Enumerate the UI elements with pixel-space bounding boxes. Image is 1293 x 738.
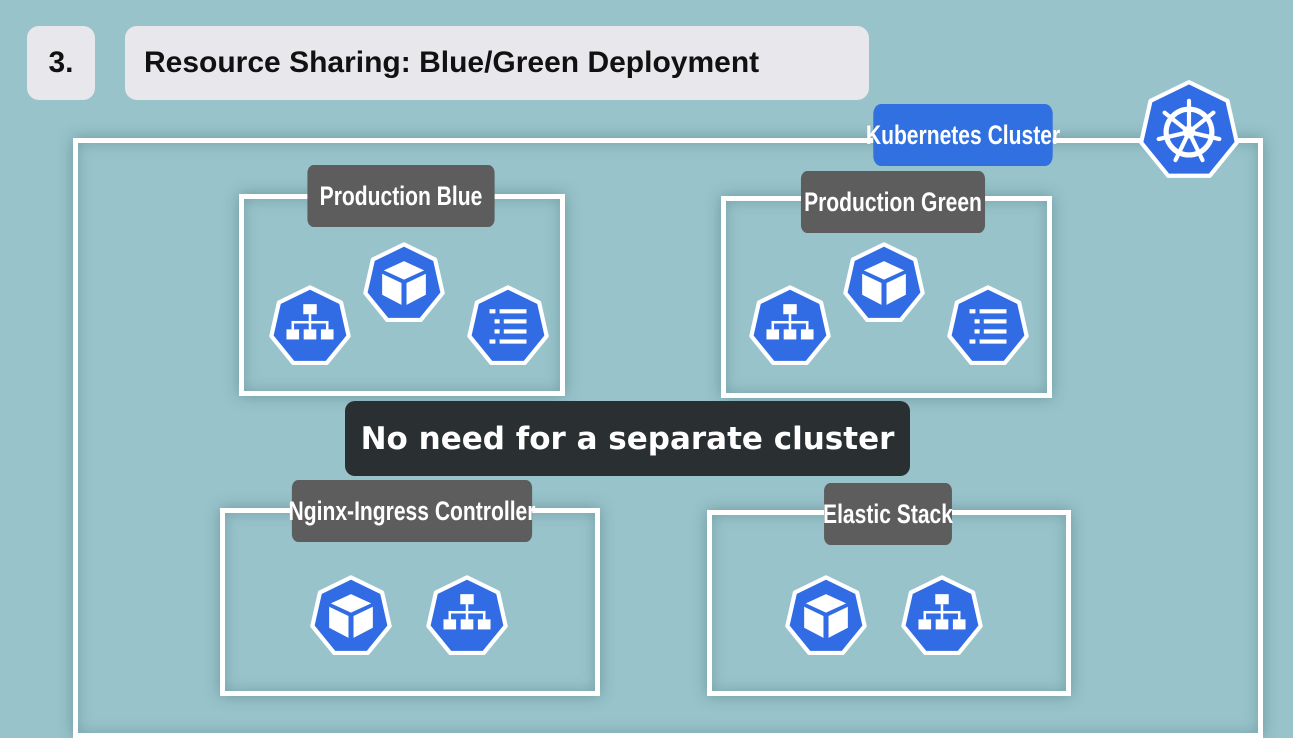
namespace-label-production-blue: Production Blue xyxy=(307,165,495,227)
k8s-configmap-icon xyxy=(466,284,550,368)
namespace-label-nginx-ingress: Nginx-Ingress Controller xyxy=(289,480,535,542)
namespace-label-production-green: Production Green xyxy=(800,171,986,233)
step-number: 3. xyxy=(27,26,95,100)
k8s-pod-icon xyxy=(842,241,926,325)
k8s-service-icon xyxy=(900,574,984,658)
k8s-pod-icon xyxy=(362,241,446,325)
k8s-service-icon xyxy=(748,284,832,368)
kubernetes-helm-wheel-icon xyxy=(1137,78,1241,182)
slide-title: Resource Sharing: Blue/Green Deployment xyxy=(125,26,869,100)
k8s-pod-icon xyxy=(784,574,868,658)
k8s-pod-icon xyxy=(309,574,393,658)
no-separate-cluster-banner: No need for a separate cluster xyxy=(345,401,910,476)
namespace-label-elastic-stack: Elastic Stack xyxy=(823,483,953,545)
k8s-service-icon xyxy=(268,284,352,368)
kubernetes-cluster-label: Kubernetes Cluster xyxy=(866,104,1060,166)
k8s-configmap-icon xyxy=(946,284,1030,368)
k8s-service-icon xyxy=(425,574,509,658)
